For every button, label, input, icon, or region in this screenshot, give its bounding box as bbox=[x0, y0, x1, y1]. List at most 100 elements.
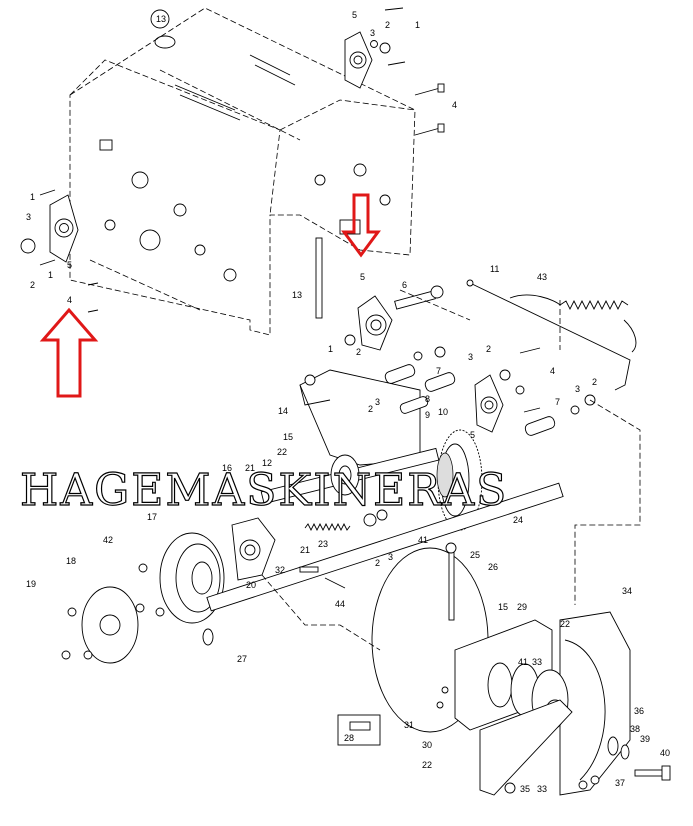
label-10: 10 bbox=[438, 407, 448, 417]
label-5-right: 5 bbox=[470, 430, 475, 440]
bolts-upper-right-4 bbox=[414, 83, 445, 136]
washers-42 bbox=[135, 563, 165, 617]
label-28: 28 bbox=[344, 733, 354, 743]
label-4-right: 4 bbox=[550, 366, 555, 376]
label-16: 16 bbox=[222, 463, 232, 473]
right-flange-5 bbox=[474, 374, 504, 433]
spring-23 bbox=[304, 522, 351, 532]
label-1-left-lower: 1 bbox=[48, 270, 53, 280]
label-3-lower-center: 3 bbox=[388, 552, 393, 562]
label-22-bottom: 22 bbox=[422, 760, 432, 770]
part-labels: 13 5 1 2 3 4 1 3 2 5 4 1 5 6 13 1 2 11 4… bbox=[26, 10, 670, 794]
nuts-37 bbox=[578, 775, 600, 790]
label-3-upper: 3 bbox=[370, 28, 375, 38]
frame-housing bbox=[69, 7, 416, 336]
label-23: 23 bbox=[318, 539, 328, 549]
label-13-top: 13 bbox=[156, 14, 166, 24]
bracket-14 bbox=[299, 369, 421, 466]
bearing-flange-middle bbox=[344, 285, 444, 351]
label-15-lower: 15 bbox=[498, 602, 508, 612]
label-31: 31 bbox=[404, 720, 414, 730]
nuts-19 bbox=[61, 607, 93, 660]
label-22-lower-right: 22 bbox=[560, 619, 570, 629]
label-33-lower: 33 bbox=[537, 784, 547, 794]
label-19: 19 bbox=[26, 579, 36, 589]
label-20: 20 bbox=[246, 580, 256, 590]
label-3-left-center: 3 bbox=[375, 397, 380, 407]
label-6: 6 bbox=[402, 280, 407, 290]
label-18: 18 bbox=[66, 556, 76, 566]
label-17: 17 bbox=[147, 512, 157, 522]
label-2-middle: 2 bbox=[356, 347, 361, 357]
label-41-center: 41 bbox=[418, 535, 428, 545]
label-1-left: 1 bbox=[30, 192, 35, 202]
label-7-right: 7 bbox=[555, 397, 560, 407]
label-2-left-center: 2 bbox=[368, 404, 373, 414]
spacers-7-8 bbox=[384, 364, 556, 436]
label-29: 29 bbox=[517, 602, 527, 612]
label-4-left: 4 bbox=[67, 295, 72, 305]
label-1-middle: 1 bbox=[328, 344, 333, 354]
label-40: 40 bbox=[660, 748, 670, 758]
bearing-flange-upper-right bbox=[344, 7, 406, 89]
label-3-right: 3 bbox=[575, 384, 580, 394]
red-arrow-up bbox=[39, 307, 99, 398]
label-14: 14 bbox=[278, 406, 288, 416]
washers-38-39 bbox=[607, 736, 630, 760]
shaft-13 bbox=[315, 237, 323, 319]
label-2-upper: 2 bbox=[385, 20, 390, 30]
label-25: 25 bbox=[470, 550, 480, 560]
label-44: 44 bbox=[335, 599, 345, 609]
pin-32 bbox=[299, 566, 319, 573]
label-39: 39 bbox=[640, 734, 650, 744]
label-26: 26 bbox=[488, 562, 498, 572]
nuts-right bbox=[413, 346, 596, 415]
label-22-center: 22 bbox=[277, 447, 287, 457]
callout-13-circle bbox=[150, 9, 170, 29]
label-38: 38 bbox=[630, 724, 640, 734]
label-21-lower: 21 bbox=[300, 545, 310, 555]
gear-24 bbox=[436, 429, 483, 531]
washers-3-2 bbox=[363, 509, 388, 527]
part-28-box bbox=[337, 714, 381, 746]
label-21-upper: 21 bbox=[245, 463, 255, 473]
label-27: 27 bbox=[237, 654, 247, 664]
label-34: 34 bbox=[622, 586, 632, 596]
label-41-lower: 41 bbox=[518, 657, 528, 667]
fittings-31 bbox=[436, 686, 449, 709]
label-32: 32 bbox=[275, 565, 285, 575]
bolt-40 bbox=[634, 765, 671, 781]
label-36: 36 bbox=[634, 706, 644, 716]
label-3-center-upper: 3 bbox=[468, 352, 473, 362]
label-42: 42 bbox=[103, 535, 113, 545]
label-5-upper: 5 bbox=[352, 10, 357, 20]
plate-18 bbox=[81, 586, 139, 664]
label-24: 24 bbox=[513, 515, 523, 525]
label-12: 12 bbox=[262, 458, 272, 468]
label-37: 37 bbox=[615, 778, 625, 788]
label-43: 43 bbox=[537, 272, 547, 282]
hub-20 bbox=[231, 517, 276, 581]
label-4-upper: 4 bbox=[452, 100, 457, 110]
label-11: 11 bbox=[490, 264, 499, 274]
label-5-left: 5 bbox=[67, 260, 72, 270]
nut-35 bbox=[504, 782, 516, 794]
spring-43 bbox=[509, 294, 637, 353]
label-8: 8 bbox=[425, 394, 430, 404]
reference-lines bbox=[89, 259, 641, 651]
watermark-text: HAGEMASKINERAS bbox=[20, 465, 508, 516]
label-7-center: 7 bbox=[436, 366, 441, 376]
label-9: 9 bbox=[425, 410, 430, 420]
label-30: 30 bbox=[422, 740, 432, 750]
bearing-flange-left bbox=[20, 189, 99, 313]
label-3-left: 3 bbox=[26, 212, 31, 222]
gearbox-housing-34 bbox=[559, 611, 631, 796]
axle-27 bbox=[202, 482, 564, 646]
label-15-center: 15 bbox=[283, 432, 293, 442]
pin-25 bbox=[445, 542, 457, 621]
rod-11 bbox=[466, 279, 631, 391]
belt-plate-30 bbox=[479, 699, 573, 796]
key-44 bbox=[324, 577, 346, 589]
label-2-lower-center: 2 bbox=[375, 558, 380, 568]
label-13-shaft: 13 bbox=[292, 290, 302, 300]
